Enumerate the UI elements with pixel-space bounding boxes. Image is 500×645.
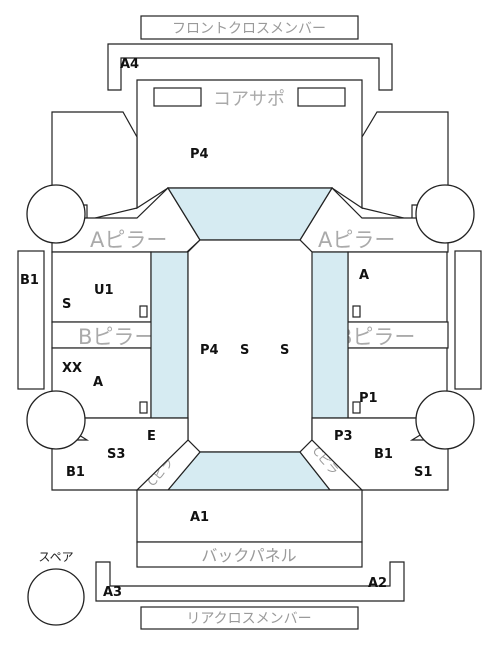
front-door-right[interactable] — [347, 251, 448, 323]
rear-left-wheel-icon — [26, 390, 86, 450]
grade-a-right-front: A — [359, 268, 369, 283]
a-pillar-right-label: Aピラー — [318, 228, 395, 252]
front-right-wheel-icon — [415, 184, 475, 244]
grade-a1: A1 — [190, 510, 209, 525]
rear-quarter-right[interactable] — [311, 417, 451, 491]
core-support-right-box — [297, 87, 346, 107]
grade-s-left: S — [62, 297, 71, 312]
grade-a3: A3 — [103, 585, 122, 600]
grade-s-roof-2: S — [280, 343, 289, 358]
rear-bumper[interactable] — [95, 561, 405, 602]
back-panel-label: バックパネル — [201, 546, 296, 565]
front-bumper[interactable] — [107, 43, 393, 91]
grade-b1-rear-right: B1 — [374, 447, 393, 462]
rear-right-wheel-icon — [415, 390, 475, 450]
side-window-left[interactable] — [150, 251, 189, 419]
rear-cross-member-label: リアクロスメンバー — [186, 611, 311, 627]
grade-p3: P3 — [334, 429, 353, 444]
grade-p1: P1 — [359, 391, 378, 406]
grade-s-roof-1: S — [240, 343, 249, 358]
core-support-left-box — [153, 87, 202, 107]
grade-u1: U1 — [94, 283, 114, 298]
grade-a-left-rear: A — [93, 375, 103, 390]
side-window-right[interactable] — [310, 251, 349, 419]
back-panel[interactable] — [136, 541, 363, 568]
a-pillar-left-label: Aピラー — [90, 228, 167, 252]
spare-tire-icon[interactable] — [27, 568, 85, 626]
front-cross-member[interactable] — [140, 15, 359, 40]
grade-b1-side: B1 — [20, 273, 39, 288]
side-sill-left[interactable] — [17, 250, 45, 390]
front-left-wheel-icon — [26, 184, 86, 244]
rear-cross-member[interactable] — [140, 606, 359, 630]
rear-quarter-left[interactable] — [49, 417, 189, 491]
grade-p4-hood: P4 — [190, 147, 209, 162]
trunk-lid[interactable] — [136, 489, 363, 543]
front-cross-member-label: フロントクロスメンバー — [172, 21, 326, 37]
door-handle-rear-left — [139, 401, 148, 414]
core-support-label: コアサポ — [213, 89, 285, 110]
grade-s1: S1 — [414, 465, 432, 480]
side-sill-right[interactable] — [454, 250, 482, 390]
grade-s3: S3 — [107, 447, 125, 462]
door-handle-front-left — [139, 305, 148, 318]
grade-p4-roof: P4 — [200, 343, 219, 358]
door-handle-front-right — [352, 305, 361, 318]
grade-xx: XX — [62, 361, 82, 376]
door-handle-rear-right — [352, 401, 361, 414]
grade-a2: A2 — [368, 576, 387, 591]
grade-b1-rear-left: B1 — [66, 465, 85, 480]
grade-a4: A4 — [120, 57, 139, 72]
spare-label: スペア — [38, 550, 73, 564]
grade-e: E — [147, 429, 156, 444]
b-pillar-right-label: Bピラー — [338, 325, 415, 349]
b-pillar-left-label: Bピラー — [78, 325, 155, 349]
